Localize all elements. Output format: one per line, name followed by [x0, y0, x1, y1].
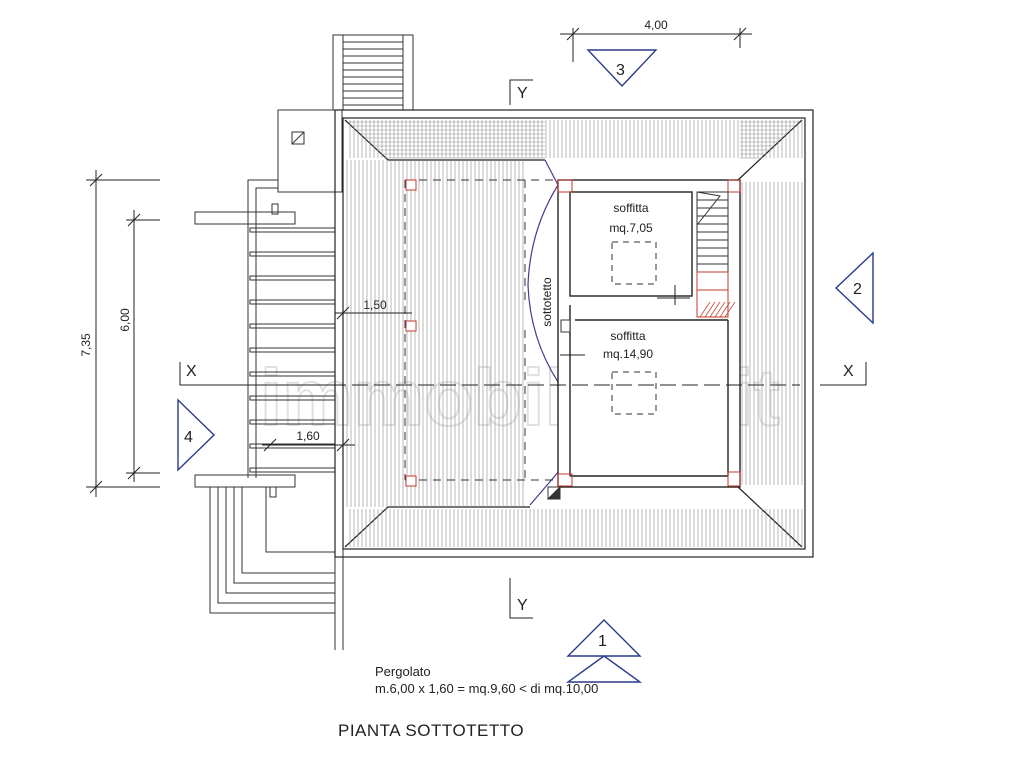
attic-label: sottotetto [540, 277, 554, 327]
dimension-lines [86, 27, 752, 497]
view-marker-3: 3 [616, 62, 625, 79]
dim-overall-left: 7,35 [79, 333, 93, 357]
section-y-top-label: Y [517, 85, 528, 102]
section-line-x [179, 362, 867, 386]
pergola-slat [249, 467, 336, 473]
pergola-slat [249, 347, 336, 353]
view-marker-1: 1 [598, 633, 607, 650]
attic-boundary [527, 159, 561, 506]
hatch-line [704, 301, 716, 318]
dim-inner-left: 6,00 [118, 308, 132, 332]
room-2-name: soffitta [610, 329, 645, 343]
section-x-left-label: X [186, 363, 197, 380]
room-corner-marks [557, 179, 741, 487]
pergola-note-calc: m.6,00 x 1,60 = mq.9,60 < di mq.10,00 [375, 681, 598, 696]
section-x-right-label: X [843, 363, 854, 380]
ceiling-hatches [611, 241, 657, 415]
hatch-line [714, 301, 726, 318]
column-markers [405, 179, 417, 487]
dim-offset-a: 1,50 [363, 298, 387, 312]
section-y-bottom-label: Y [517, 597, 528, 614]
drawing-title: PIANTA SOTTOTETTO [338, 721, 524, 740]
roof-hatching [346, 120, 803, 547]
pergola-slat [249, 275, 336, 281]
dim-top: 4,00 [644, 18, 668, 32]
view-marker-4: 4 [184, 429, 193, 446]
hatch-line [719, 301, 731, 318]
room-1-area: mq.7,05 [609, 221, 653, 235]
view-markers [177, 49, 874, 683]
view-marker-2: 2 [853, 281, 862, 298]
pergola-slat [249, 251, 336, 257]
pergola-slat [249, 323, 336, 329]
room-2-area: mq.14,90 [603, 347, 653, 361]
dashed-guides [404, 179, 560, 481]
section-line-y [509, 79, 533, 619]
dim-offset-b: 1,60 [296, 429, 320, 443]
interior-stair [696, 191, 736, 318]
room-1-name: soffitta [613, 201, 648, 215]
hatch-line [699, 301, 711, 318]
exterior-staircase [332, 34, 414, 111]
attic-rooms [557, 179, 741, 488]
pergola-slat [249, 299, 336, 305]
hatch-line [709, 301, 721, 318]
hatch-line [724, 301, 736, 318]
pergola-note-title: Pergolato [375, 664, 431, 679]
chimney-marks [546, 319, 571, 500]
pergola-slat [249, 227, 336, 233]
